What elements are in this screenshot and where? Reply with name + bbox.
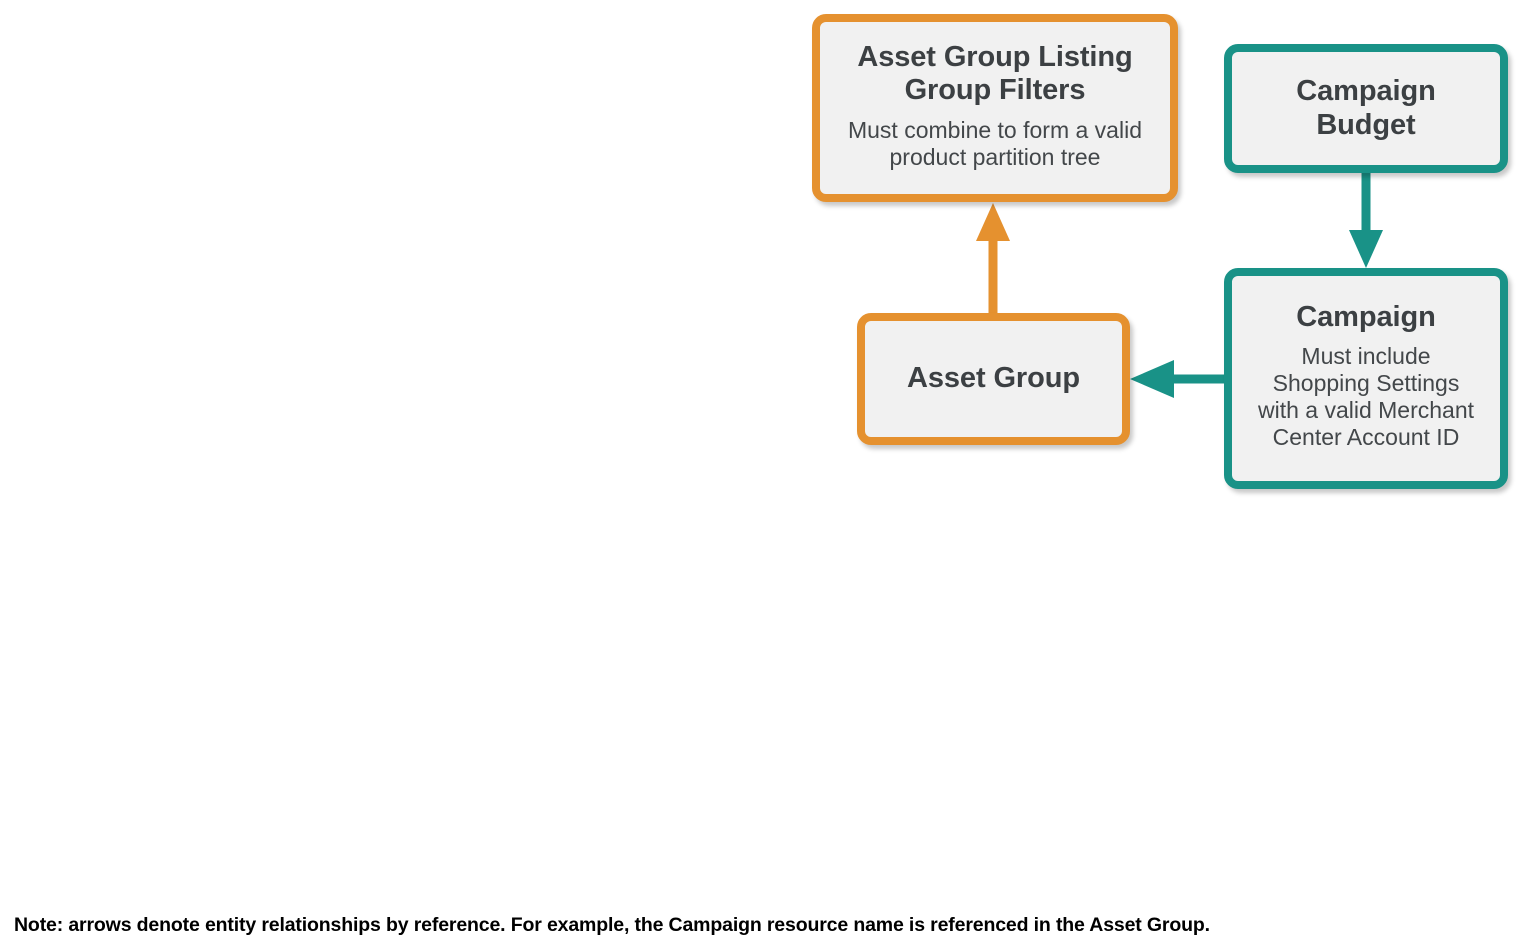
- node-subtitle: Must combine to form a valid product par…: [847, 117, 1142, 171]
- node-title: Asset Group Listing Group Filters: [857, 40, 1133, 107]
- node-campaign-budget[interactable]: Campaign Budget: [1224, 44, 1508, 173]
- edge-asset-group-to-listing-group-filters: [976, 203, 1010, 313]
- arrowhead-left-icon: [1130, 360, 1174, 398]
- edge-campaign-to-asset-group: [1130, 360, 1224, 398]
- arrowhead-down-icon: [1349, 230, 1383, 268]
- edge-campaign-budget-to-campaign: [1349, 173, 1383, 268]
- node-subtitle: Must include Shopping Settings with a va…: [1257, 343, 1475, 451]
- node-title: Asset Group: [907, 362, 1080, 395]
- node-title: Campaign Budget: [1296, 74, 1436, 141]
- arrowhead-up-icon: [976, 203, 1010, 241]
- node-asset-group-listing-group-filters[interactable]: Asset Group Listing Group Filters Must c…: [812, 14, 1178, 202]
- node-title: Campaign: [1296, 301, 1436, 334]
- footer-note: Note: arrows denote entity relationships…: [14, 914, 1210, 936]
- node-asset-group[interactable]: Asset Group: [857, 313, 1130, 445]
- node-campaign[interactable]: Campaign Must include Shopping Settings …: [1224, 268, 1508, 489]
